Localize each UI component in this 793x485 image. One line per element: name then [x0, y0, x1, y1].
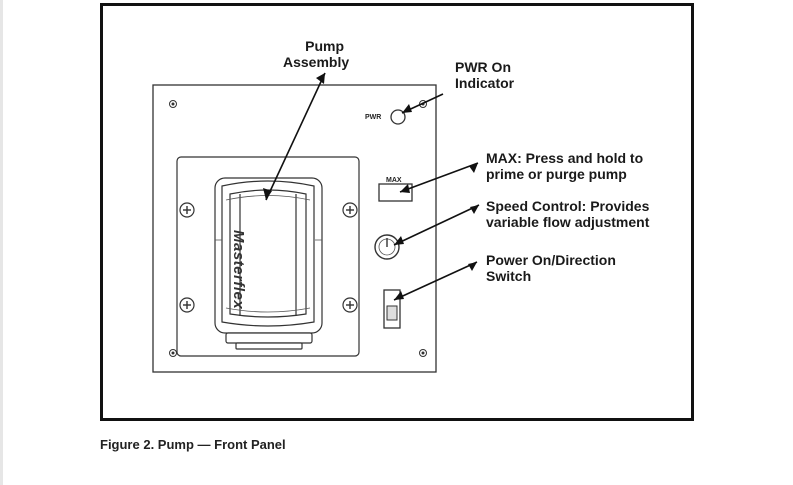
- pwr-indicator-label: PWR On Indicator: [455, 59, 515, 91]
- max-panel-text: MAX: [386, 177, 402, 184]
- leader-lines: [265, 72, 480, 301]
- pwr-indicator-led: [390, 109, 406, 125]
- pwr-panel-text: PWR: [365, 114, 382, 121]
- pump-assembly-label: Pump Assembly: [283, 38, 350, 70]
- speed-control-label: Speed Control: Provides variable flow ad…: [486, 198, 650, 230]
- figure-caption: Figure 2. Pump — Front Panel: [100, 437, 286, 452]
- direction-switch-toggle: [386, 305, 398, 321]
- pump-head: [214, 177, 323, 350]
- power-switch-label: Power On/Direction Switch: [486, 252, 616, 284]
- page-left-edge: [0, 0, 3, 485]
- leader-arrowheads: [263, 104, 412, 300]
- corner-screw-icon: [169, 100, 427, 357]
- max-label: MAX: Press and hold to prime or purge pu…: [486, 150, 644, 182]
- pump-brand-text: Masterflex: [230, 230, 247, 310]
